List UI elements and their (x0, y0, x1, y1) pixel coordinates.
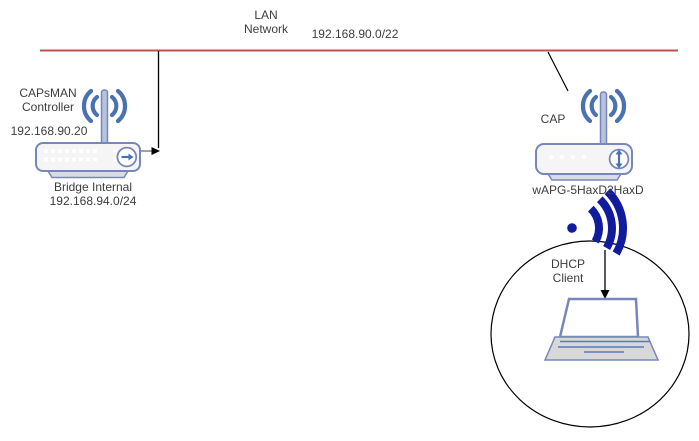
cap-label: CAP (540, 112, 566, 126)
laptop-base (543, 336, 660, 361)
cap-lan-connector (547, 51, 569, 92)
lan-label-line2: Network (243, 22, 288, 36)
laptop-icon (543, 297, 660, 361)
right-arrow-icon (121, 153, 134, 161)
wifi-to-laptop-arrowhead-icon (600, 290, 610, 299)
lan-label-line1: LAN (254, 8, 278, 22)
dhcp-label-line2: Client (552, 271, 584, 285)
cap-router-icon (535, 88, 633, 181)
bridge-internal-label: Bridge Internal 192.168.94.0/24 (33, 180, 153, 208)
capsman-connector-arrowhead-icon (151, 147, 160, 155)
capsman-router-icon (35, 88, 141, 179)
antenna-mast (599, 91, 608, 147)
cap-device-name-label: wAPG-5HaxD2HaxD (532, 183, 644, 197)
dhcp-client-label: DHCP Client (538, 257, 598, 285)
laptop-screen (558, 297, 640, 339)
up-down-arrow-icon (615, 149, 623, 169)
router-led-lights (548, 154, 587, 160)
router-led-lights (44, 149, 117, 162)
wifi-signal-icon (567, 188, 627, 256)
capsman-controller-label: CAPsMAN Controller (7, 86, 89, 114)
capsman-label-line1: CAPsMAN (19, 86, 77, 100)
antenna-waves-icon (580, 88, 627, 124)
capsman-ip-label: 192.168.90.20 (10, 124, 88, 138)
bridge-name: Bridge Internal (53, 180, 133, 194)
bridge-subnet: 192.168.94.0/24 (49, 194, 137, 208)
lan-network-label: LAN Network (226, 8, 306, 36)
capsman-label-line2: Controller (21, 100, 75, 114)
antenna-mast (100, 89, 109, 146)
dhcp-label-line1: DHCP (550, 257, 585, 271)
lan-subnet-label: 192.168.90.0/22 (311, 27, 399, 41)
laptop-keyboard-lines (558, 340, 650, 353)
antenna-waves-icon (81, 88, 128, 124)
